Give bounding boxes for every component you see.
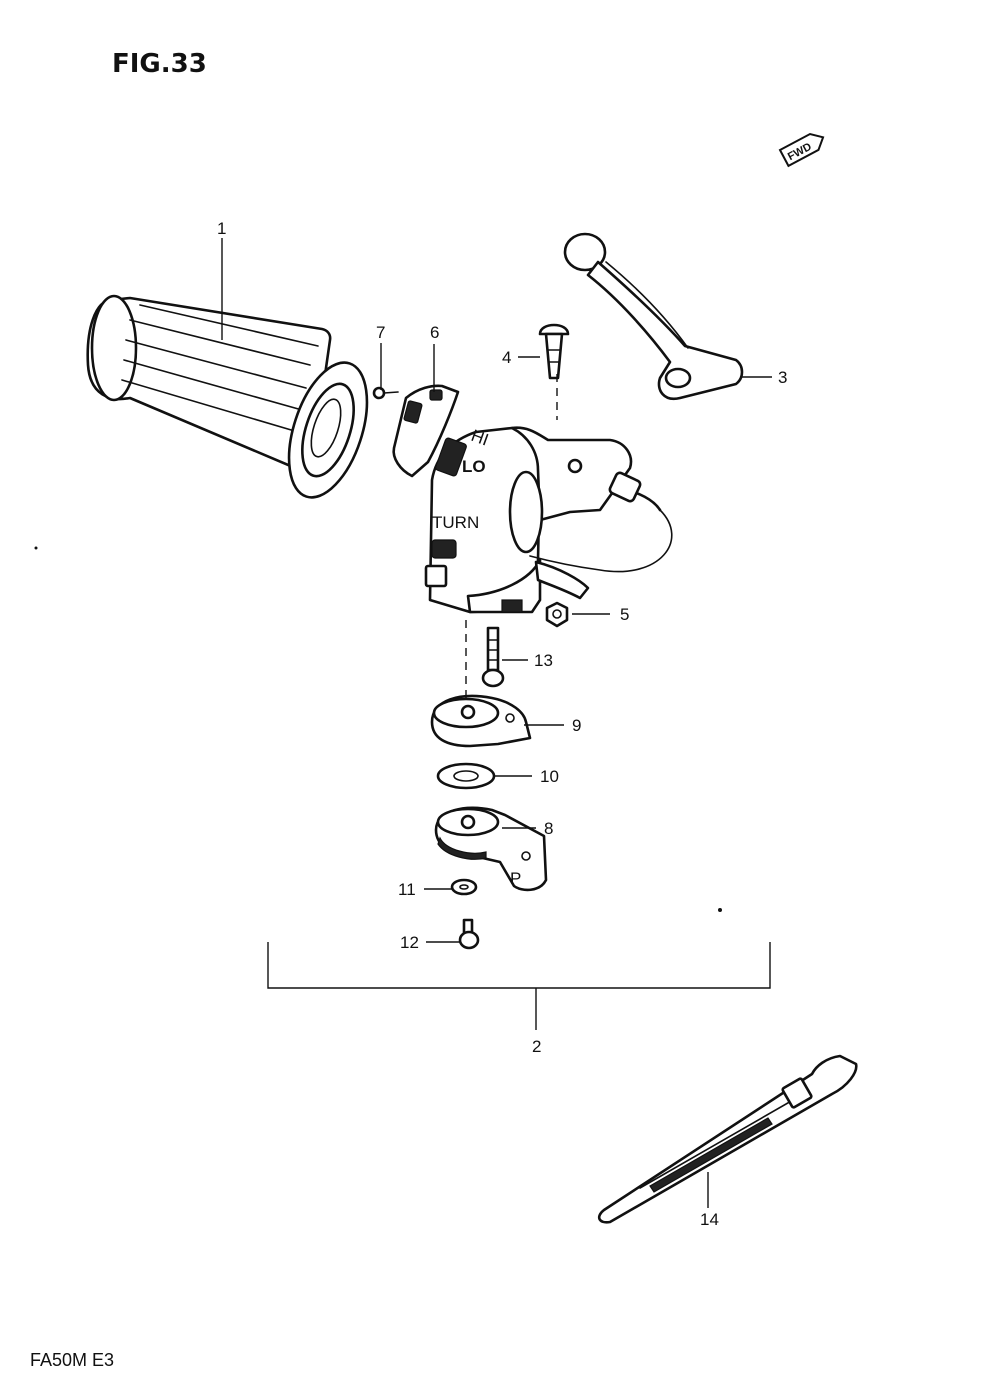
ref-label-9: 9 <box>572 716 581 735</box>
cable-tie-icon <box>597 1054 858 1224</box>
scan-dot <box>34 546 38 550</box>
ref-label-5: 5 <box>620 605 629 624</box>
forward-direction-icon: FWD <box>778 132 825 168</box>
ref-label-2: 2 <box>532 1037 541 1056</box>
ref-label-7: 7 <box>376 323 385 342</box>
scan-dot <box>718 908 722 912</box>
figure-title: FIG.33 <box>112 49 207 79</box>
ref-label-11: 11 <box>398 880 416 899</box>
dimmer-lo-label: LO <box>462 457 486 476</box>
screw-icon <box>481 626 505 688</box>
ref-label-12: 12 <box>400 933 419 952</box>
ref-label-10: 10 <box>540 767 559 786</box>
screw-icon <box>458 918 480 950</box>
dimmer-hi-label: HI <box>469 426 491 450</box>
case-mark: P <box>510 869 521 888</box>
ref-label-6: 6 <box>430 323 439 342</box>
washer-icon <box>436 762 496 790</box>
alignment-lines <box>465 374 558 700</box>
lower-case-icon: P <box>434 806 548 892</box>
clamp-icon <box>430 694 532 748</box>
turn-label: TURN <box>432 513 479 532</box>
switch-housing-icon: HI LO TURN <box>424 426 673 614</box>
switch-assembly-bracket <box>267 942 771 1030</box>
ref-label-3: 3 <box>778 368 787 387</box>
screw-icon <box>372 386 399 400</box>
ref-label-14: 14 <box>700 1210 719 1229</box>
ref-label-4: 4 <box>502 348 511 367</box>
ref-label-13: 13 <box>534 651 553 670</box>
brake-lever-icon <box>563 232 744 401</box>
washer-icon <box>450 878 478 896</box>
handlebar-grip-icon <box>86 294 369 499</box>
reference-labels: 1 2 3 4 5 6 7 8 9 10 11 12 13 14 <box>217 219 787 1229</box>
ref-label-1: 1 <box>217 219 226 238</box>
nut-icon <box>545 601 569 628</box>
ref-label-8: 8 <box>544 819 553 838</box>
pivot-bolt-icon <box>538 323 570 380</box>
model-code: FA50M E3 <box>30 1350 114 1370</box>
switch-cover-icon <box>392 384 460 478</box>
leader-lines <box>221 238 772 1208</box>
